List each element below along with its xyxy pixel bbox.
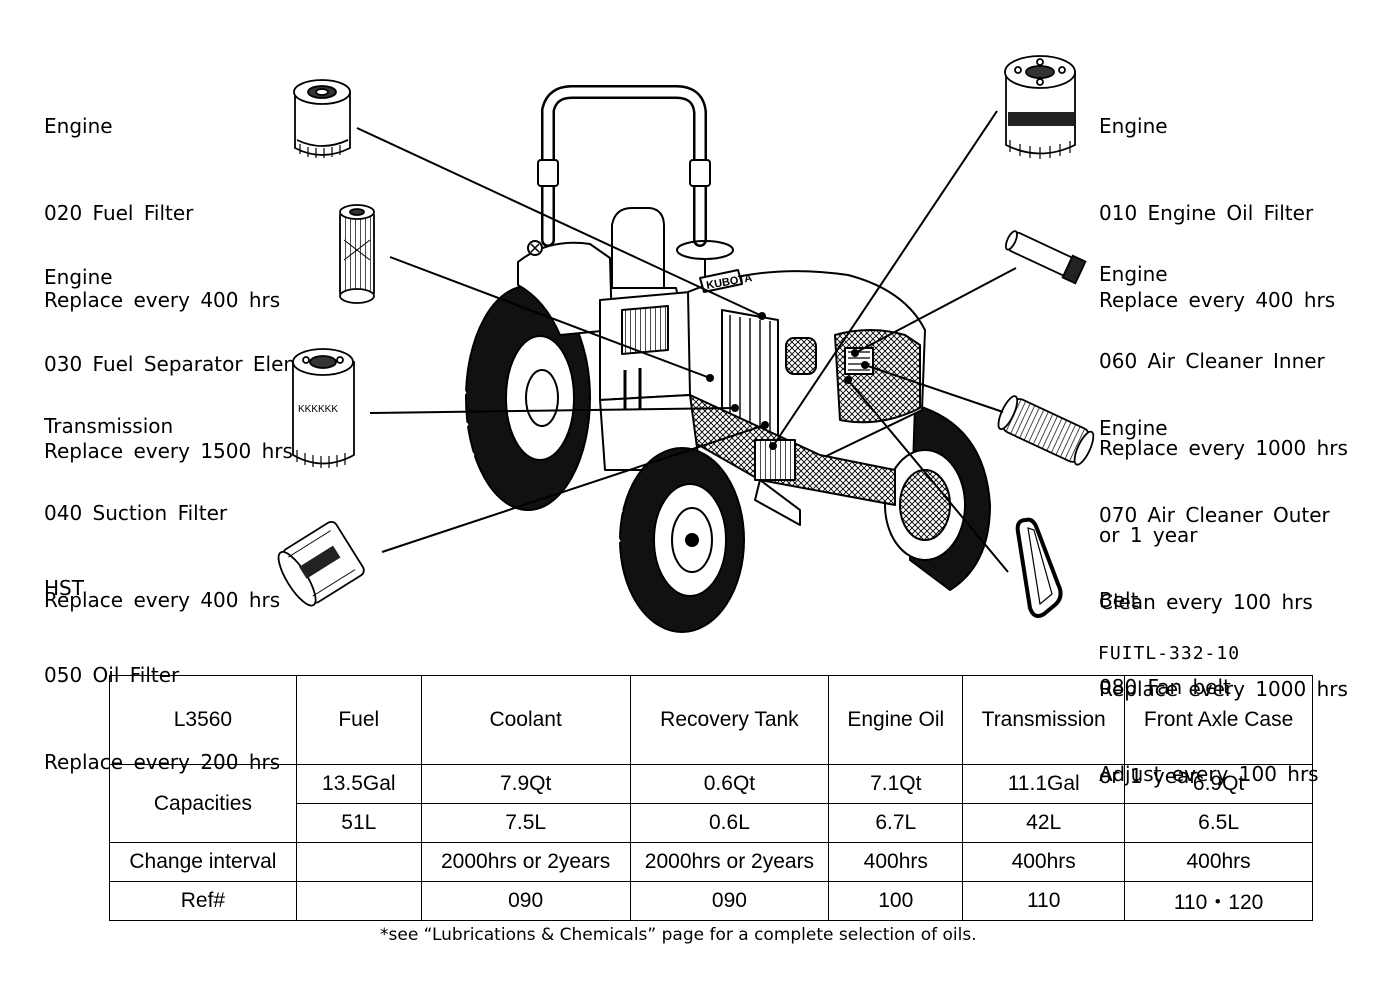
table-cell: 6.9Qt — [1124, 764, 1313, 804]
callout-fuel-separator: Engine 030 Fuel Separator Element Replac… — [44, 205, 336, 495]
fan-belt-image — [1015, 517, 1063, 618]
leader-dots — [706, 312, 869, 450]
callout-fuel-filter: Engine 020 Fuel Filter Replace every 400… — [44, 54, 280, 344]
callout-line: 070 Air Cleaner Outer — [1099, 503, 1330, 527]
front-tire — [611, 447, 745, 633]
row-label: Change interval — [109, 842, 297, 882]
table-cell: 400hrs — [828, 842, 964, 882]
table-cell: 6.7L — [828, 803, 964, 843]
row-label: Ref# — [109, 881, 297, 921]
callout-line: Replace every 400 hrs — [44, 588, 281, 612]
table-cell: 2000hrs or 2years — [629, 842, 830, 882]
column-header: Transmission — [962, 675, 1126, 765]
callout-suction-filter: Transmission 040 Suction Filter Replace … — [44, 354, 280, 644]
callout-line: 030 Fuel Separator Element — [44, 352, 336, 376]
table-cell — [295, 881, 422, 921]
table-cell: 6.5L — [1124, 803, 1313, 843]
callout-line: 060 Air Cleaner Inner — [1099, 349, 1325, 373]
figure-code: FUITL-332-10 — [1098, 643, 1241, 664]
row-label: Capacities — [109, 764, 297, 843]
rear-right-tire — [884, 404, 991, 591]
footnote: *see “Lubrications & Chemicals” page for… — [380, 925, 977, 945]
callout-line: Replace every 1500 hrs — [44, 439, 293, 463]
table-row: Ref# 090 090 100 110 110・120 — [109, 881, 1313, 921]
fuel-filter-image — [293, 79, 351, 158]
table-row: Change interval 2000hrs or 2years 2000hr… — [109, 842, 1313, 882]
hst-oil-filter-image — [277, 520, 365, 607]
column-header: Coolant — [420, 675, 631, 765]
column-header: Front Axle Case — [1124, 675, 1313, 765]
table-cell: 100 — [828, 881, 964, 921]
table-header-row: L3560 Fuel Coolant Recovery Tank Engine … — [109, 675, 1313, 765]
callout-line: Engine — [1099, 114, 1168, 138]
callout-engine-oil-filter: Engine 010 Engine Oil Filter Replace eve… — [1099, 54, 1335, 344]
callout-line: Clean every 100 hrs — [1099, 590, 1313, 614]
table-cell: 51L — [295, 803, 422, 843]
table-cell: 090 — [629, 881, 830, 921]
callout-line: Engine — [44, 265, 113, 289]
callout-line: Engine — [44, 114, 113, 138]
engine-oil-filter-image — [1004, 55, 1076, 159]
callout-line: Belt — [1099, 588, 1139, 612]
column-header: Fuel — [295, 675, 422, 765]
callout-air-cleaner-inner: Engine 060 Air Cleaner Inner Replace eve… — [1099, 202, 1348, 579]
table-cell: 2000hrs or 2years — [420, 842, 631, 882]
table-cell: 110・120 — [1124, 881, 1313, 921]
column-header: Recovery Tank — [629, 675, 830, 765]
callout-line: 020 Fuel Filter — [44, 201, 194, 225]
callout-line: or 1 year — [1099, 523, 1198, 547]
tractor-maintenance-diagram: KUBOTA — [277, 55, 1095, 633]
callout-line: Transmission — [44, 414, 174, 438]
table-cell: 42L — [962, 803, 1126, 843]
tractor-illustration: KUBOTA — [455, 85, 991, 633]
table-cell: 7.5L — [420, 803, 631, 843]
table-cell: 0.6Qt — [629, 764, 830, 804]
callout-line: HST — [44, 576, 84, 600]
table-cell: 400hrs — [962, 842, 1126, 882]
callout-line: 040 Suction Filter — [44, 501, 228, 525]
callout-line: Replace every 400 hrs — [1099, 288, 1336, 312]
fuel-separator-image — [339, 204, 375, 304]
table-cell: 110 — [962, 881, 1126, 921]
air-cleaner-outer-image — [997, 395, 1095, 466]
table-cell: 11.1Gal — [962, 764, 1126, 804]
suction-filter-image: KKKKKK — [292, 348, 355, 468]
callout-line: Replace every 1000 hrs — [1099, 436, 1348, 460]
table-cell: 0.6L — [629, 803, 830, 843]
leader-lines — [356, 110, 1017, 573]
table-cell: 7.1Qt — [828, 764, 964, 804]
table-cell: 400hrs — [1124, 842, 1313, 882]
table-cell — [295, 842, 422, 882]
air-cleaner-inner-image — [1004, 230, 1087, 285]
table-cell: 090 — [420, 881, 631, 921]
table-row: 51L 7.5L 0.6L 6.7L 42L 6.5L — [110, 803, 1313, 843]
filter-print: KKKKKK — [298, 404, 338, 415]
callout-line: 010 Engine Oil Filter — [1099, 201, 1314, 225]
callout-line: Engine — [1099, 262, 1168, 286]
table-cell: 7.9Qt — [420, 764, 631, 804]
callout-line: Replace every 400 hrs — [44, 288, 281, 312]
callout-line: Engine — [1099, 416, 1168, 440]
model-cell: L3560 — [109, 675, 297, 765]
table-cell: 13.5Gal — [295, 764, 422, 804]
column-header: Engine Oil — [828, 675, 964, 765]
seat — [611, 207, 665, 289]
table-row: Capacities 13.5Gal 7.9Qt 0.6Qt 7.1Qt 11.… — [109, 764, 1313, 843]
capacity-table: L3560 Fuel Coolant Recovery Tank Engine … — [109, 675, 1313, 921]
